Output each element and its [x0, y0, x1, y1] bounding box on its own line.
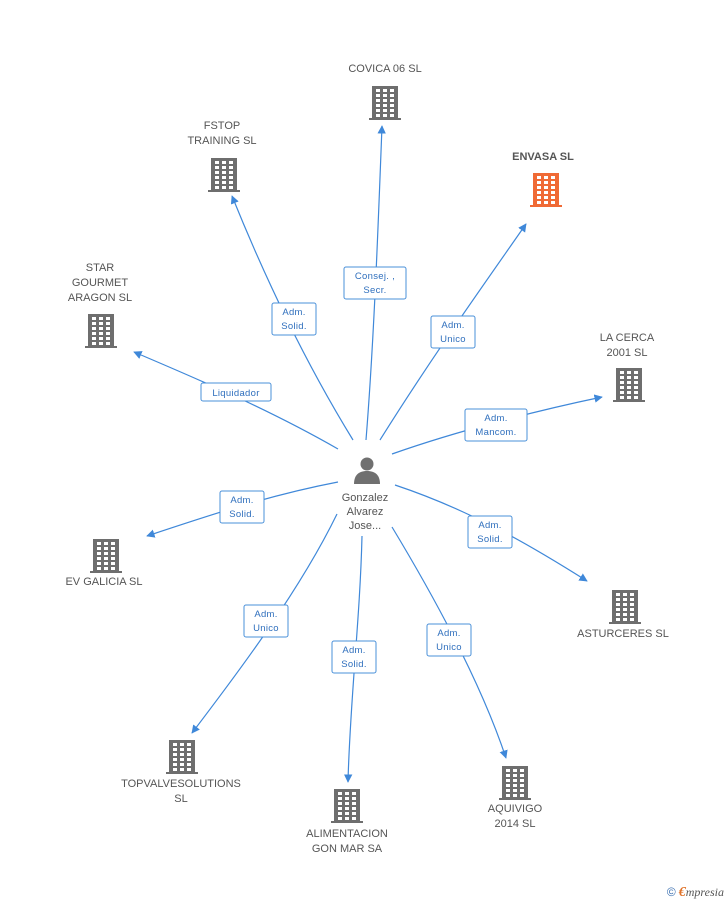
company-label-lacerca[interactable]: LA CERCA 2001 SL	[600, 332, 655, 359]
person-node[interactable]: GonzalezAlvarezJose...	[342, 457, 388, 533]
company-label-alimentacion[interactable]: ALIMENTACION GON MAR SA	[306, 828, 388, 855]
company-name[interactable]: ARAGON SL	[68, 292, 132, 304]
role-text: Unico	[436, 642, 462, 653]
company-name[interactable]: ALIMENTACION	[306, 828, 388, 840]
company-name[interactable]: AQUIVIGO	[488, 803, 543, 815]
brand-name: mpresia	[685, 885, 724, 899]
company-name[interactable]: LA CERCA	[600, 332, 655, 344]
person-name[interactable]: Alvarez	[347, 506, 384, 518]
company-name[interactable]: EV GALICIA SL	[65, 576, 142, 588]
role-text: Solid.	[477, 534, 503, 545]
company-name[interactable]: ASTURCERES SL	[577, 628, 669, 640]
role-badge-evgalicia: Adm. Solid.	[219, 490, 265, 524]
role-text: Unico	[440, 334, 466, 345]
brand-logo-initial: €	[678, 885, 686, 900]
role-badge-star: Liquidador	[200, 382, 272, 402]
company-label-evgalicia[interactable]: EV GALICIA SL	[65, 576, 142, 588]
role-badge-asturceres: Adm. Solid.	[467, 515, 513, 549]
role-text: Adm.	[484, 413, 507, 424]
role-text: Adm.	[342, 645, 365, 656]
role-badge-alimentacion: Adm. Solid.	[331, 640, 377, 674]
building-icon-covica	[369, 86, 401, 120]
role-text: Secr.	[363, 285, 386, 296]
role-badge-aquivigo: Adm. Unico	[426, 623, 472, 657]
company-name[interactable]: TOPVALVESOLUTIONS	[121, 778, 241, 790]
building-icon-evgalicia	[90, 539, 122, 573]
company-name[interactable]: COVICA 06 SL	[348, 63, 421, 75]
role-text: Consej. ,	[355, 271, 395, 282]
company-name[interactable]: 2014 SL	[495, 818, 536, 830]
company-label-fstop[interactable]: FSTOP TRAINING SL	[187, 120, 256, 147]
copyright-icon: ©	[666, 885, 676, 899]
role-badge-fstop: Adm. Solid.	[271, 302, 317, 336]
company-name[interactable]: ENVASA SL	[512, 151, 574, 163]
role-text: Unico	[253, 623, 279, 634]
company-name[interactable]: SL	[174, 793, 187, 805]
role-text: Solid.	[281, 321, 307, 332]
role-text: Mancom.	[475, 427, 516, 438]
person-name[interactable]: Jose...	[349, 520, 381, 532]
building-icon-topvalve	[166, 740, 198, 774]
role-badge-lacerca: Adm. Mancom.	[464, 408, 528, 442]
company-name[interactable]: TRAINING SL	[187, 135, 256, 147]
role-text: Solid.	[341, 659, 367, 670]
role-text: Adm.	[478, 520, 501, 531]
company-name[interactable]: GON MAR SA	[312, 843, 383, 855]
company-label-envasa[interactable]: ENVASA SL	[512, 151, 574, 163]
role-text: Solid.	[229, 509, 255, 520]
brand-footer: © €mpresia	[667, 885, 724, 901]
building-icon-lacerca	[613, 368, 645, 402]
company-name[interactable]: STAR	[86, 262, 115, 274]
person-name[interactable]: Gonzalez	[342, 492, 388, 504]
role-text: Adm.	[230, 495, 253, 506]
person-icon	[354, 457, 380, 484]
company-label-topvalve[interactable]: TOPVALVESOLUTIONS SL	[121, 778, 241, 805]
company-label-star[interactable]: STAR GOURMET ARAGON SL	[68, 262, 132, 304]
role-text: Liquidador	[212, 388, 259, 399]
building-icon-alimentacion	[331, 789, 363, 823]
role-text: Adm.	[437, 628, 460, 639]
building-icon-star	[85, 314, 117, 348]
role-text: Adm.	[441, 320, 464, 331]
company-name[interactable]: GOURMET	[72, 277, 129, 289]
role-badge-topvalve: Adm. Unico	[243, 604, 289, 638]
role-text: Adm.	[254, 609, 277, 620]
company-label-asturceres[interactable]: ASTURCERES SL	[577, 628, 669, 640]
company-name[interactable]: FSTOP	[204, 120, 240, 132]
role-text: Adm.	[282, 307, 305, 318]
building-icon-envasa	[530, 173, 562, 207]
role-badge-envasa: Adm. Unico	[430, 315, 476, 349]
building-icon-aquivigo	[499, 766, 531, 800]
building-icon-asturceres	[609, 590, 641, 624]
company-label-covica[interactable]: COVICA 06 SL	[348, 63, 421, 75]
role-badge-covica: Consej. , Secr.	[343, 266, 407, 300]
company-label-aquivigo[interactable]: AQUIVIGO 2014 SL	[488, 803, 543, 830]
company-name[interactable]: 2001 SL	[607, 347, 648, 359]
building-icon-fstop	[208, 158, 240, 192]
